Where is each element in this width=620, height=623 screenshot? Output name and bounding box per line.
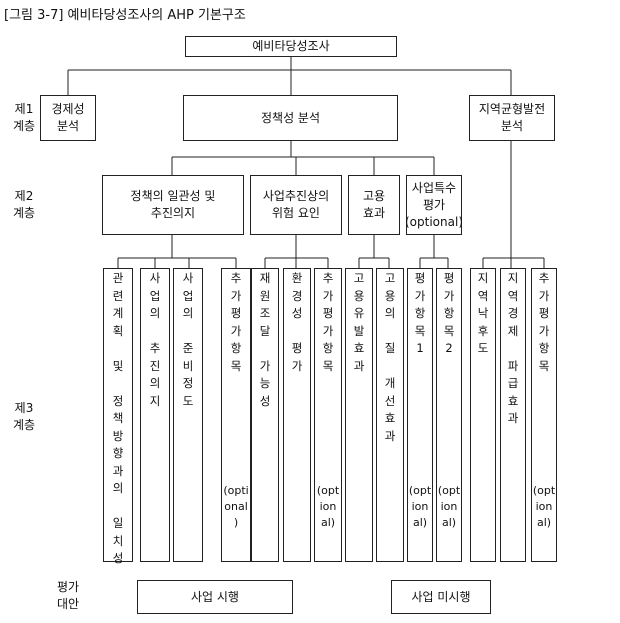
special-evaluation-box: 사업특수 평가 (optional): [405, 175, 463, 235]
tier3-item-label: 평 가 항 목 1: [414, 271, 426, 355]
level-1-label: 제1 계층: [12, 102, 36, 133]
tier3-item-label: 고 용 유 발 효 과: [353, 271, 365, 373]
tier3-item-4: 추 가 평 가 항 목 (opti onal ): [221, 268, 251, 562]
employment-box: 고용 효과: [348, 175, 400, 235]
tier3-item-label: 평 가 항 목 2: [443, 271, 455, 355]
tier3-item-1: 관 련 계 획 및 정 책 방 향 과 의 일 치 성: [103, 268, 133, 565]
tier3-item-13: 지 역 경 제 파 급 효 과: [500, 268, 526, 562]
tier3-item-label: 환 경 성 평 가: [291, 271, 303, 373]
tier3-item-label: 재 원 조 달 가 능 성: [259, 271, 271, 408]
policy-analysis-box: 정책성 분석: [183, 95, 398, 141]
tier3-optional-note: (opt ion al): [437, 484, 461, 529]
alt-implement-box: 사업 시행: [137, 580, 293, 614]
tier3-item-3: 사 업 의 준 비 정 도: [173, 268, 203, 562]
tier3-item-label: 추 가 평 가 항 목: [230, 271, 242, 373]
regional-analysis-box: 지역균형발전 분석: [469, 95, 555, 141]
alternatives-label: 평가 대안: [56, 580, 80, 611]
tier3-item-11: 평 가 항 목 2 (opt ion al): [436, 268, 462, 562]
tier3-item-6: 환 경 성 평 가: [283, 268, 311, 562]
tier3-optional-note: (opt ion al): [532, 484, 556, 529]
tier3-optional-note: (opt ion al): [316, 484, 340, 529]
level-2-label: 제2 계층: [12, 189, 36, 220]
tier3-optional-note: (opt ion al): [408, 484, 432, 529]
economic-analysis-box: 경제성 분석: [40, 95, 96, 141]
root-box: 예비타당성조사: [185, 36, 397, 57]
level-3-label: 제3 계층: [12, 401, 36, 432]
tier3-item-10: 평 가 항 목 1 (opt ion al): [407, 268, 433, 562]
tier3-item-label: 지 역 경 제 파 급 효 과: [507, 271, 519, 425]
alt-not-implement-box: 사업 미시행: [391, 580, 491, 614]
tier3-item-label: 추 가 평 가 항 목: [322, 271, 334, 373]
tier3-item-9: 고 용 의 질 개 선 효 과: [376, 268, 404, 562]
tier3-item-8: 고 용 유 발 효 과: [345, 268, 373, 562]
tier3-item-label: 지 역 낙 후 도: [477, 271, 489, 355]
tier3-item-label: 관 련 계 획 및 정 책 방 향 과 의 일 치 성: [112, 271, 124, 565]
tier3-item-7: 추 가 평 가 항 목 (opt ion al): [314, 268, 342, 562]
tier3-item-12: 지 역 낙 후 도: [470, 268, 496, 562]
tier3-item-label: 사 업 의 추 진 의 지: [149, 271, 161, 408]
tier3-item-label: 추 가 평 가 항 목: [538, 271, 550, 373]
consistency-box: 정책의 일관성 및 추진의지: [102, 175, 244, 235]
tier3-item-2: 사 업 의 추 진 의 지: [140, 268, 170, 562]
figure-title: [그림 3-7] 예비타당성조사의 AHP 기본구조: [4, 8, 246, 23]
tier3-item-5: 재 원 조 달 가 능 성: [251, 268, 279, 562]
risk-factors-box: 사업추진상의 위험 요인: [250, 175, 342, 235]
tier3-item-label: 사 업 의 준 비 정 도: [182, 271, 194, 408]
tier3-item-label: 고 용 의 질 개 선 효 과: [384, 271, 396, 443]
tier3-item-14: 추 가 평 가 항 목 (opt ion al): [531, 268, 557, 562]
tier3-optional-note: (opti onal ): [223, 484, 249, 529]
